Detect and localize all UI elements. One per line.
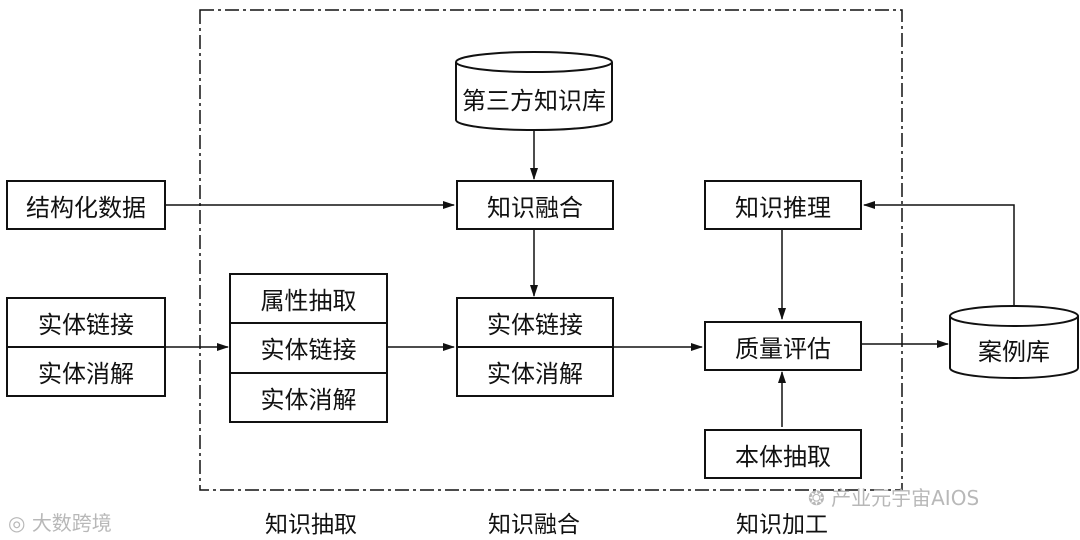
stage-label-extraction: 知识抽取 — [265, 512, 357, 538]
knowledge-reasoning-box: 知识推理 — [704, 180, 862, 230]
wechat-icon: ❂ — [808, 486, 825, 510]
watermark-right: ❂ 产业元宇宙AIOS — [808, 482, 979, 511]
fusion-entity-linking: 实体链接 — [458, 299, 612, 348]
extraction-stack: 属性抽取 实体链接 实体消解 — [229, 273, 388, 423]
third-party-kb-cylinder — [455, 51, 613, 131]
stage-label-processing: 知识加工 — [736, 512, 828, 538]
case-library-cylinder — [949, 305, 1079, 379]
knowledge-fusion-box: 知识融合 — [456, 180, 614, 230]
quality-assessment-box: 质量评估 — [704, 321, 862, 371]
ontology-extraction-box: 本体抽取 — [704, 429, 862, 479]
fusion-entity-stack: 实体链接 实体消解 — [456, 297, 614, 397]
arrow-case-to-reasoning — [863, 201, 1015, 306]
left-entity-linking: 实体链接 — [8, 299, 164, 348]
process-boundary — [199, 9, 903, 491]
case-library-label: 案例库 — [978, 337, 1050, 366]
mid-entity-resolution: 实体消解 — [260, 385, 357, 414]
watermark-right-text: 产业元宇宙AIOS — [831, 486, 980, 510]
structured-data-box: 结构化数据 — [6, 180, 166, 230]
watermark-left-text: 大数跨境 — [31, 511, 112, 535]
stage-label-fusion: 知识融合 — [488, 512, 580, 538]
mid-entity-linking: 实体链接 — [231, 324, 386, 374]
attribute-extraction: 属性抽取 — [231, 275, 386, 325]
left-entity-resolution: 实体消解 — [38, 360, 134, 388]
weibo-icon: ◎ — [8, 511, 26, 535]
fusion-entity-resolution: 实体消解 — [487, 360, 583, 388]
third-party-kb-label: 第三方知识库 — [462, 86, 606, 115]
watermark-left: ◎ 大数跨境 — [8, 507, 112, 536]
left-entity-stack: 实体链接 实体消解 — [6, 297, 166, 397]
